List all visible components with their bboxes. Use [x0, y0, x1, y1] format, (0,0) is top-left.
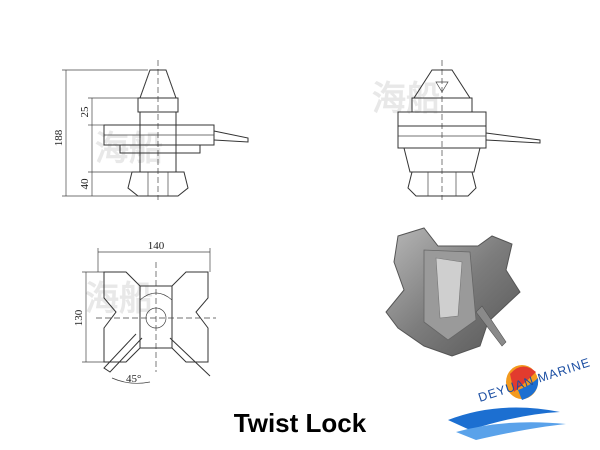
brand-name: DEYUAN MARINE: [477, 355, 593, 405]
front-view-drawing: [397, 60, 541, 200]
page-title: Twist Lock: [233, 408, 367, 438]
watermark-group: 海船 海船 海船: [85, 79, 440, 319]
watermark-top-right: 海船: [372, 79, 440, 119]
dim-plan-width: 140: [148, 240, 165, 252]
side-view-drawing: 188 25 40: [53, 60, 249, 200]
dim-side-lower: 40: [79, 178, 91, 190]
dim-side-total: 188: [53, 129, 65, 146]
twist-lock-photo: [385, 227, 521, 357]
dim-side-upper: 25: [79, 106, 91, 118]
watermark-top-left: 海船: [95, 129, 163, 169]
dim-plan-height: 130: [73, 309, 85, 326]
dim-plan-angle: 45°: [126, 373, 141, 385]
watermark-bottom-left: 海船: [85, 279, 153, 319]
plan-view-drawing: 140 130 45°: [73, 240, 216, 385]
